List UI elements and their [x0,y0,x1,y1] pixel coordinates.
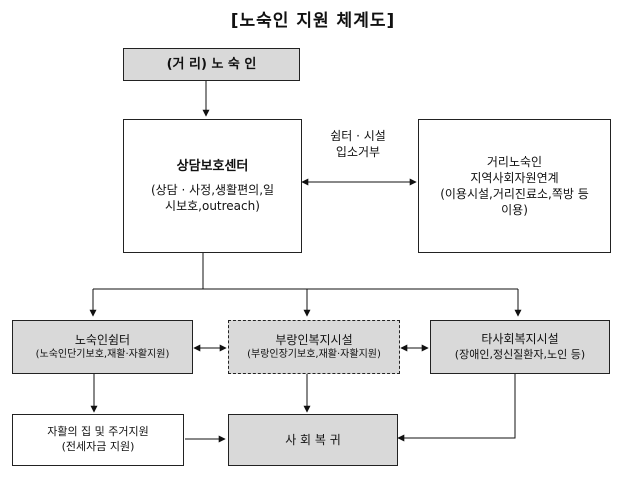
counseling-center-box: 상담보호센터 (상담 · 사정,생활편의,일 시보호,outreach) [123,119,302,253]
homeless-shelter-box: 노숙인쉼터 (노숙인단기보호,재활·자활지원) [12,320,193,374]
housing-support-box: 자활의 집 및 주거지원 (전세자금 지원) [12,414,184,466]
edge-label-refusal: 쉼터 · 시설 입소거부 [312,128,404,160]
other-welfare-sub: (장애인,정신질환자,노인 등) [454,347,586,361]
vagrant-welfare-box: 부랑인복지시설 (부랑인장기보호,재활·자활지원) [228,320,400,374]
vagrant-welfare-title: 부랑인복지시설 [275,333,353,348]
counseling-center-sub1: (상담 · 사정,생활편의,일 [150,182,275,197]
street-homeless-label: (거 리) 노 숙 인 [166,56,257,72]
other-welfare-box: 타사회복지시설 (장애인,정신질환자,노인 등) [430,320,610,374]
community-resources-box: 거리노숙인 지역사회자원연계 (이용시설,거리진료소,쪽방 등 이용) [418,119,611,253]
street-homeless-box: (거 리) 노 숙 인 [123,48,300,81]
edge-label-line2: 입소거부 [335,145,381,160]
edge-label-line1: 쉼터 · 시설 [330,129,386,143]
housing-support-title: 자활의 집 및 주거지원 [47,425,149,439]
social-return-box: 사 회 복 귀 [228,414,398,466]
community-resources-line3: (이용시설,거리진료소,쪽방 등 [440,187,589,201]
social-return-label: 사 회 복 귀 [285,432,341,447]
arrow-other-to-return [397,374,516,442]
vagrant-welfare-sub: (부랑인장기보호,재활·자활지원) [247,349,381,361]
housing-support-sub: (전세자금 지원) [61,440,135,453]
community-resources-line1: 거리노숙인 [486,154,543,169]
counseling-center-sub2: 시보호,outreach) [165,198,260,213]
diagram-title: [노숙인 지원 체계도] [230,11,396,31]
counseling-center-title: 상담보호센터 [176,159,249,175]
other-welfare-title: 타사회복지시설 [481,332,559,347]
community-resources-line2: 지역사회자원연계 [470,170,559,185]
homeless-shelter-title: 노숙인쉼터 [74,333,131,348]
community-resources-line4: 이용) [501,203,528,218]
homeless-shelter-sub: (노숙인단기보호,재활·자활지원) [35,349,170,361]
